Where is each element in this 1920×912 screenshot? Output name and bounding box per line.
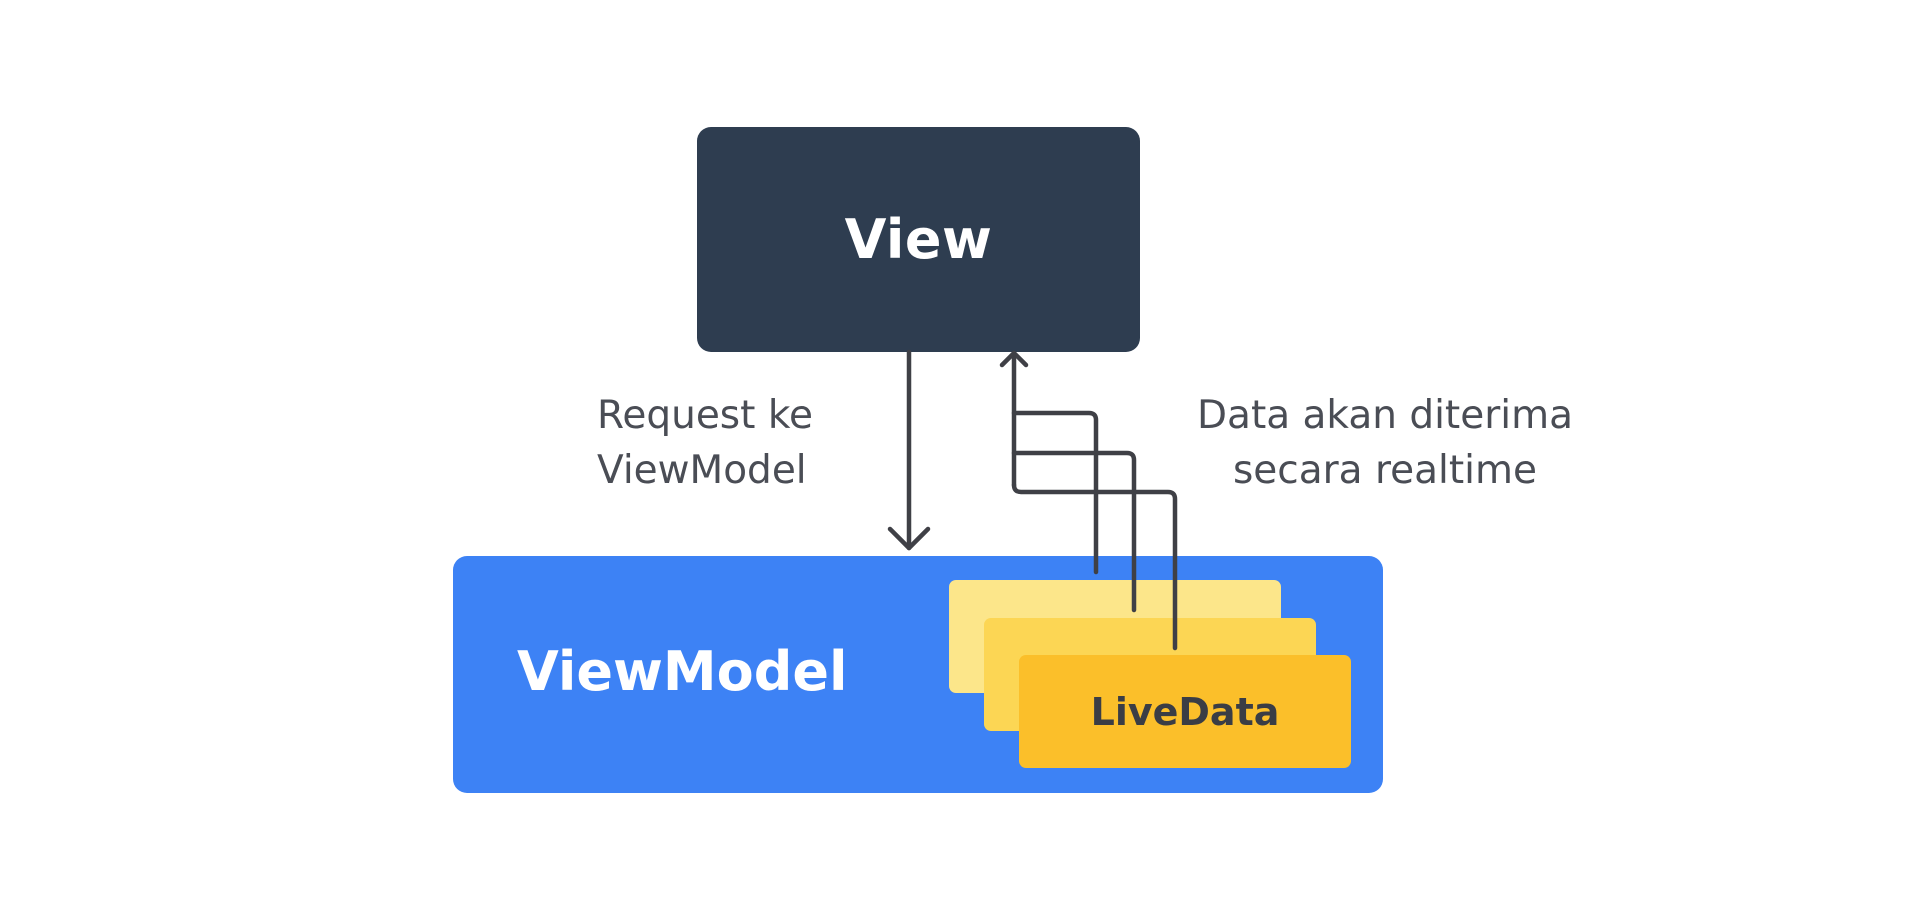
viewmodel-node-label: ViewModel [517,640,848,703]
request-edge-label: Request ke ViewModel [597,393,814,493]
data-line-back [1011,410,1099,575]
data-arrow-head [999,350,1029,368]
livedata-node-label: LiveData [1090,689,1280,734]
request-arrow-head [887,526,931,551]
data-edge-label: Data akan diterima secara realtime [1197,393,1573,493]
view-node: View [697,127,1140,352]
view-node-label: View [844,208,993,271]
livedata-node: LiveData [1019,655,1351,768]
